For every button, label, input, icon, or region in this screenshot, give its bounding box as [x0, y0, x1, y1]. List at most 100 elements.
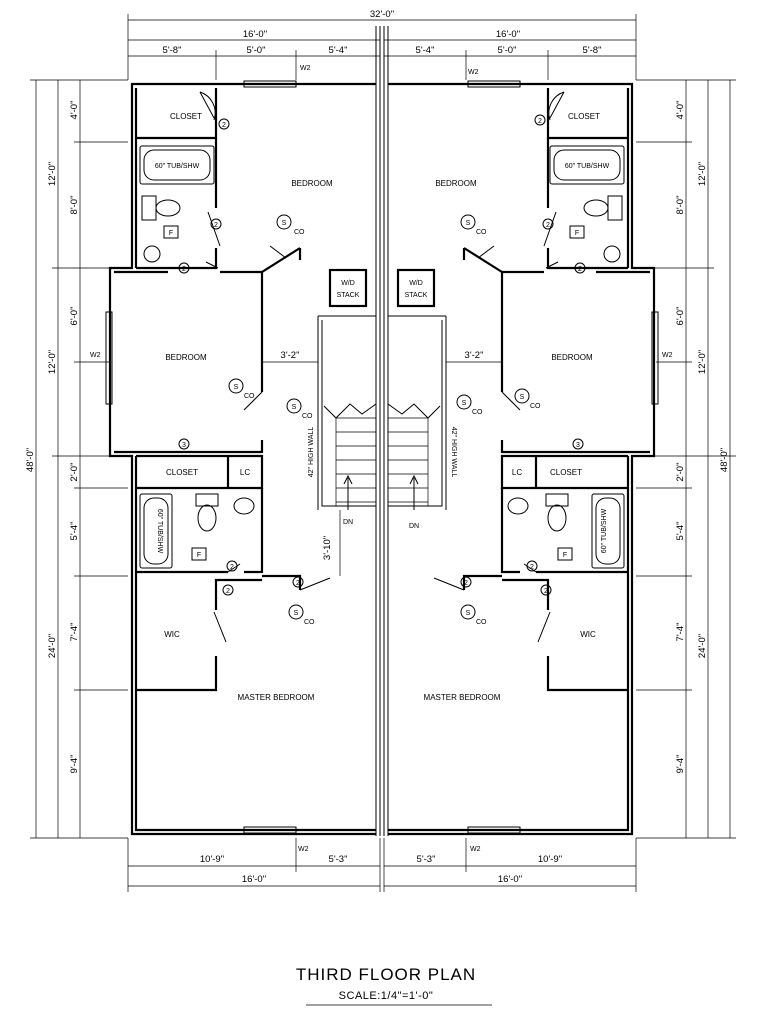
- side-seg-6-right: 7'-4": [675, 623, 686, 642]
- svg-text:2: 2: [578, 266, 582, 273]
- svg-text:2: 2: [546, 222, 550, 229]
- svg-text:2: 2: [222, 122, 226, 129]
- lc-label-left: LC: [240, 468, 250, 477]
- window-tag-bottom-right: W2: [470, 846, 481, 853]
- fan-label-2: F: [197, 552, 201, 559]
- master-bedroom-label-left: MASTER BEDROOM: [238, 693, 315, 702]
- svg-text:2: 2: [544, 588, 548, 595]
- top-right-seg-2: 5'-0": [498, 45, 517, 56]
- svg-text:CO: CO: [244, 393, 255, 400]
- depth-section-2-right: 12'-0": [697, 350, 708, 374]
- svg-text:2: 2: [530, 564, 534, 571]
- svg-text:2: 2: [226, 588, 230, 595]
- plan-title: THIRD FLOOR PLAN: [295, 965, 477, 984]
- half-wall-label-right: 42" HIGH WALL: [450, 427, 457, 478]
- side-seg-7-right: 9'-4": [675, 755, 686, 774]
- svg-text:S: S: [234, 384, 239, 391]
- side-seg-4-left: 2'-0": [69, 463, 80, 482]
- wd-label-left-2: STACK: [337, 292, 360, 299]
- corridor-width-left: 3'-2": [281, 350, 300, 361]
- side-seg-1-right: 4'-0": [675, 101, 686, 120]
- side-seg-5-right: 5'-4": [675, 522, 686, 541]
- svg-text:3: 3: [576, 442, 580, 449]
- bottom-left-seg-2: 5'-3": [329, 854, 348, 865]
- wic-label-right: WIC: [580, 630, 596, 639]
- fan-label-4: F: [563, 552, 567, 559]
- closet-label-2: CLOSET: [166, 468, 198, 477]
- depth-section-3-right: 24'-0": [697, 634, 708, 658]
- svg-text:S: S: [462, 400, 467, 407]
- right-unit-interior: 60" TUB/SHW F 60" TUB/SHW F W/D STACK: [387, 88, 650, 702]
- svg-text:2: 2: [538, 118, 542, 125]
- smoke-detectors-right: SCO SCO SCO SCO: [456, 214, 541, 626]
- side-seg-1-left: 4'-0": [69, 101, 80, 120]
- svg-text:S: S: [294, 610, 299, 617]
- tub-label-3: 60" TUB/SHW: [565, 163, 610, 170]
- window-tag-top-right: W2: [468, 69, 479, 76]
- wd-label-right-2: STACK: [405, 292, 428, 299]
- depth-section-1-right: 12'-0": [697, 162, 708, 186]
- exterior-walls: W2 W2: [105, 26, 659, 836]
- side-seg-3-right: 6'-0": [675, 307, 686, 326]
- svg-text:S: S: [282, 220, 287, 227]
- top-right-seg-3: 5'-8": [583, 45, 602, 56]
- wic-label-left: WIC: [164, 630, 180, 639]
- svg-text:S: S: [466, 610, 471, 617]
- side-seg-2-right: 8'-0": [675, 196, 686, 215]
- side-seg-3-left: 6'-0": [69, 307, 80, 326]
- bedroom-label-4: BEDROOM: [551, 353, 593, 362]
- top-dimensions: 32'-0" 16'-0" 16'-0" 5'-8" 5'-0" 5'-4" 5…: [127, 9, 637, 80]
- svg-text:CO: CO: [294, 229, 305, 236]
- side-seg-5-left: 5'-4": [69, 522, 80, 541]
- overall-depth-right: 48'-0": [719, 448, 730, 472]
- landing-depth-left: 3'-10": [322, 536, 333, 560]
- tub-label-4: 60" TUB/SHW: [601, 508, 608, 553]
- svg-text:2: 2: [230, 564, 234, 571]
- bedroom-label-2: BEDROOM: [165, 353, 207, 362]
- right-dimensions: 48'-0" 12'-0" 12'-0" 24'-0" 4'-0" 8'-0" …: [636, 79, 736, 839]
- closet-label-4: CLOSET: [550, 468, 582, 477]
- depth-section-3-left: 24'-0": [47, 634, 58, 658]
- svg-text:CO: CO: [476, 619, 487, 626]
- bedroom-label-3: BEDROOM: [435, 179, 477, 188]
- fan-label-3: F: [575, 230, 579, 237]
- plan-scale: SCALE:1/4"=1'-0": [338, 990, 434, 1002]
- top-right-seg-1: 5'-4": [416, 45, 435, 56]
- closet-label-3: CLOSET: [568, 112, 600, 121]
- tub-label-1: 60" TUB/SHW: [155, 163, 200, 170]
- window-tag-right: W2: [662, 352, 673, 359]
- side-seg-7-left: 9'-4": [69, 755, 80, 774]
- door-tags-right: 2 2 2 3 2 2 2: [460, 114, 586, 596]
- window-tag-bottom-left: W2: [298, 846, 309, 853]
- closet-label-1: CLOSET: [170, 112, 202, 121]
- overall-depth-left: 48'-0": [25, 448, 36, 472]
- window-tag-top-left: W2: [300, 65, 311, 72]
- wd-label-right-1: W/D: [409, 280, 423, 287]
- side-seg-6-left: 7'-4": [69, 623, 80, 642]
- svg-text:2: 2: [182, 266, 186, 273]
- side-seg-2-left: 8'-0": [69, 196, 80, 215]
- svg-text:2: 2: [296, 580, 300, 587]
- svg-text:CO: CO: [304, 619, 315, 626]
- depth-section-1-left: 12'-0": [47, 162, 58, 186]
- bottom-right-seg-2: 10'-9": [538, 854, 562, 865]
- wd-label-left-1: W/D: [341, 280, 355, 287]
- svg-text:S: S: [292, 404, 297, 411]
- dn-label-right: DN: [409, 523, 419, 530]
- depth-section-2-left: 12'-0": [47, 350, 58, 374]
- stair-treads-left: [323, 403, 377, 510]
- bottom-right-seg-1: 5'-3": [417, 854, 436, 865]
- top-left-seg-3: 5'-4": [329, 45, 348, 56]
- svg-text:CO: CO: [530, 403, 541, 410]
- window-tag-left: W2: [90, 352, 101, 359]
- right-unit-width-bottom: 16'-0": [498, 874, 522, 885]
- door-tags-left: 2 2 2 3 2 2 2: [178, 118, 304, 596]
- tub-label-2: 60" TUB/SHW: [156, 509, 163, 554]
- overall-width-label: 32'-0": [370, 9, 394, 20]
- svg-text:CO: CO: [472, 409, 483, 416]
- bottom-dimensions: 10'-9" 5'-3" 5'-3" 10'-9" 16'-0" 16'-0" …: [127, 838, 637, 892]
- svg-text:2: 2: [214, 222, 218, 229]
- svg-text:3: 3: [182, 442, 186, 449]
- top-left-seg-1: 5'-8": [163, 45, 182, 56]
